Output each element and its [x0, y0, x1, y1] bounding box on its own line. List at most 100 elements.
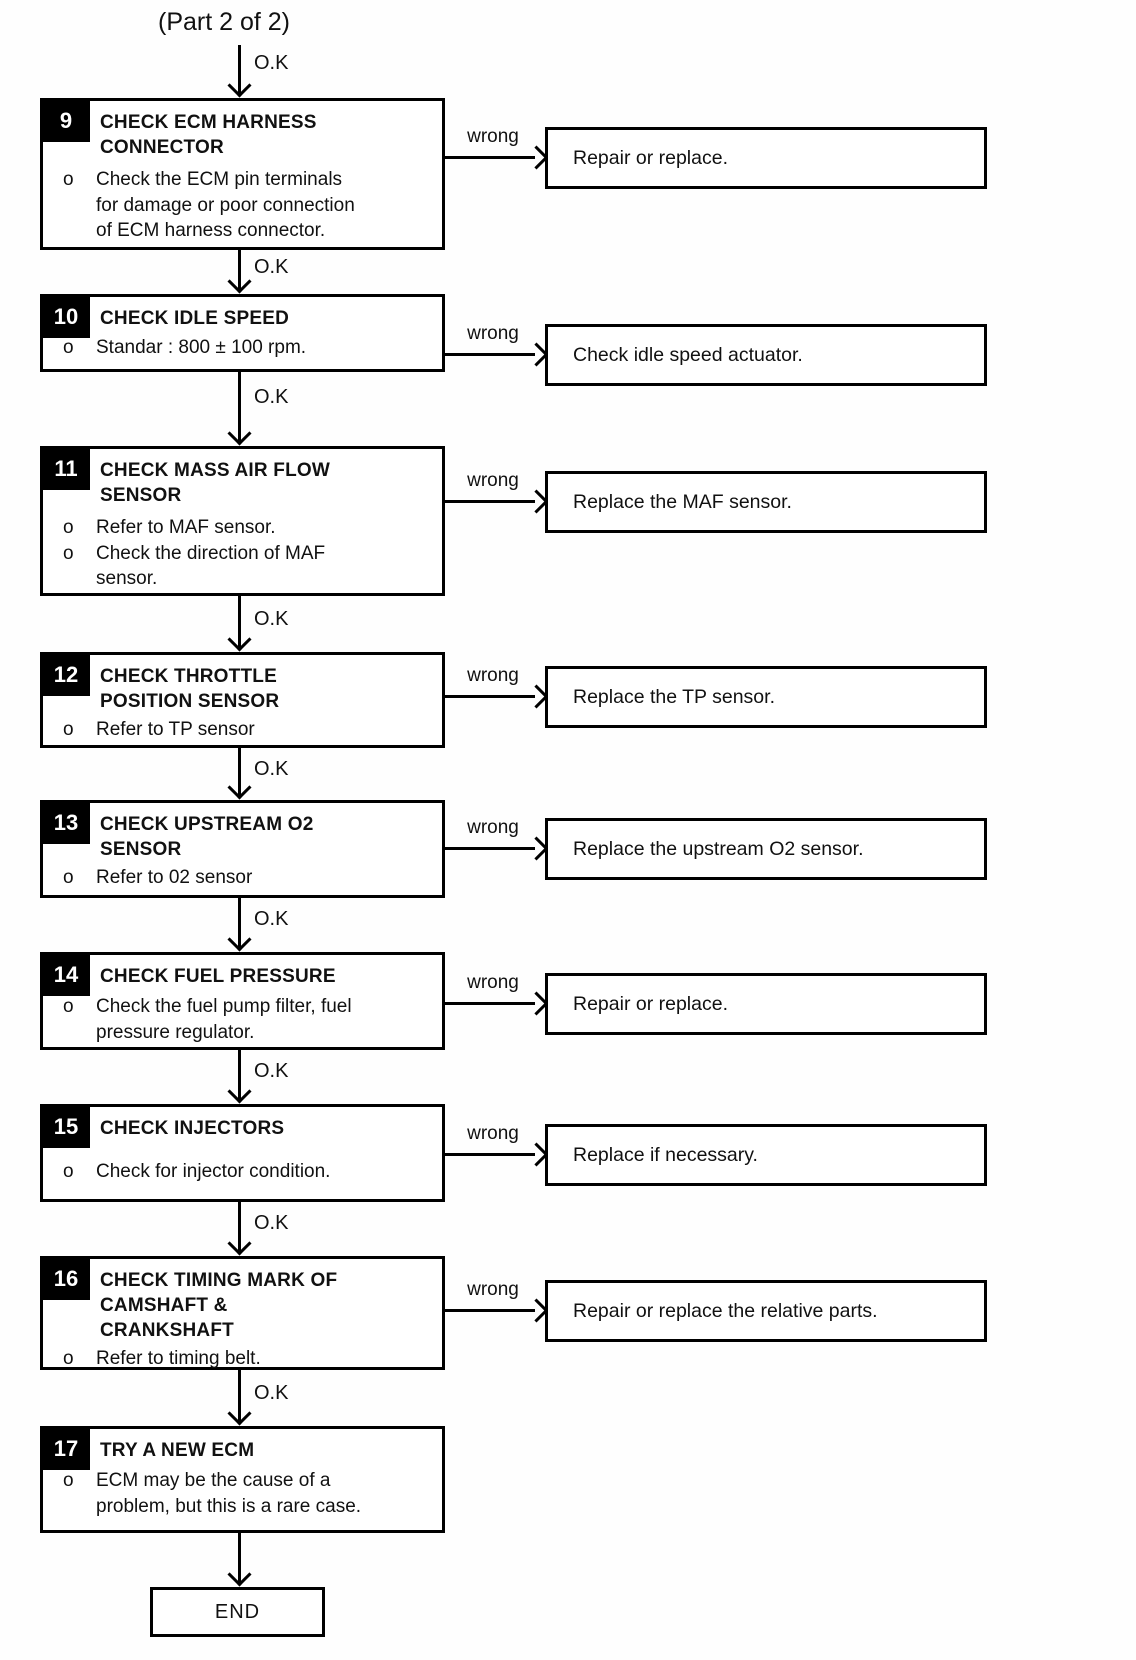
arrow-head-down-icon: [227, 627, 252, 652]
step-note-text: Refer to timing belt.: [96, 1348, 261, 1370]
result-box: Replace the upstream O2 sensor.: [545, 818, 987, 880]
wrong-label: wrong: [467, 817, 519, 838]
wrong-label: wrong: [467, 323, 519, 344]
bullet-marker: o: [63, 1470, 74, 1492]
connector-line: [445, 847, 535, 850]
connector-line: [238, 372, 241, 443]
result-text: Repair or replace.: [573, 992, 728, 1015]
connector-line: [238, 898, 241, 949]
step-number-badge: 11: [42, 448, 90, 490]
step-note: o Refer to timing belt.: [63, 1346, 438, 1371]
step-number-badge: 13: [42, 802, 90, 844]
arrow-head-down-icon: [227, 269, 252, 294]
wrong-label: wrong: [467, 1279, 519, 1300]
result-box: Repair or replace.: [545, 127, 987, 189]
connector-line: [445, 695, 535, 698]
step-number-badge: 16: [42, 1258, 90, 1300]
step-box-13: 13 CHECK UPSTREAM O2 SENSOR o Refer to 0…: [40, 800, 445, 898]
ok-label: O.K: [254, 758, 289, 780]
bullet-marker: o: [63, 719, 74, 741]
page-title: (Part 2 of 2): [158, 8, 290, 36]
wrong-label: wrong: [467, 972, 519, 993]
arrow-head-down-icon: [227, 421, 252, 446]
connector-line: [445, 1153, 535, 1156]
bullet-marker: o: [63, 169, 74, 191]
step-note-text: Refer to MAF sensor.: [96, 517, 276, 539]
connector-line: [445, 500, 535, 503]
step-number-badge: 15: [42, 1106, 90, 1148]
ok-label: O.K: [254, 608, 289, 630]
step-note-text: Refer to 02 sensor: [96, 867, 253, 889]
connector-line: [445, 1309, 535, 1312]
wrong-label: wrong: [467, 665, 519, 686]
ok-label: O.K: [254, 52, 289, 74]
connector-line: [238, 45, 241, 95]
bullet-marker: o: [63, 1161, 74, 1183]
step-title: CHECK THROTTLE POSITION SENSOR: [100, 666, 280, 713]
result-box: Replace the TP sensor.: [545, 666, 987, 728]
step-note: o Check for injector condition.: [63, 1159, 438, 1184]
ok-label: O.K: [254, 1060, 289, 1082]
connector-line: [238, 250, 241, 291]
step-box-11: 11 CHECK MASS AIR FLOW SENSOR o Refer to…: [40, 446, 445, 596]
step-number-badge: 12: [42, 654, 90, 696]
result-text: Replace the TP sensor.: [573, 685, 775, 708]
ok-label: O.K: [254, 256, 289, 278]
step-note: o Standar : 800 ± 100 rpm.: [63, 335, 438, 360]
step-note-text: Check the ECM pin terminals for damage o…: [96, 169, 355, 242]
step-box-12: 12 CHECK THROTTLE POSITION SENSOR o Refe…: [40, 652, 445, 748]
step-note-text: Check the direction of MAF sensor.: [96, 542, 326, 590]
connector-line: [238, 1533, 241, 1584]
step-note: o Check the ECM pin terminals for damage…: [63, 167, 438, 243]
result-text: Replace if necessary.: [573, 1143, 758, 1166]
step-box-16: 16 CHECK TIMING MARK OF CAMSHAFT & CRANK…: [40, 1256, 445, 1370]
step-note-text: ECM may be the cause of a problem, but t…: [96, 1470, 362, 1517]
step-box-10: 10 CHECK IDLE SPEED o Standar : 800 ± 10…: [40, 294, 445, 372]
step-note-text: Check the fuel pump filter, fuel pressur…: [96, 996, 352, 1043]
step-number-badge: 9: [42, 100, 90, 142]
step-note-text: Standar : 800 ± 100 rpm.: [96, 337, 307, 359]
result-box: Check idle speed actuator.: [545, 324, 987, 386]
connector-line: [238, 596, 241, 649]
connector-line: [238, 1202, 241, 1253]
wrong-label: wrong: [467, 470, 519, 491]
arrow-head-down-icon: [227, 1079, 252, 1104]
step-box-14: 14 CHECK FUEL PRESSURE o Check the fuel …: [40, 952, 445, 1050]
bullet-marker: o: [63, 1348, 74, 1370]
bullet-marker: o: [63, 996, 74, 1018]
step-title: CHECK UPSTREAM O2 SENSOR: [100, 814, 314, 861]
arrow-head-down-icon: [227, 73, 252, 98]
step-number-badge: 17: [42, 1428, 90, 1470]
connector-line: [238, 748, 241, 797]
arrow-head-down-icon: [227, 1401, 252, 1426]
step-note-text: Refer to TP sensor: [96, 719, 255, 741]
step-number-badge: 10: [42, 296, 90, 338]
step-box-15: 15 CHECK INJECTORS o Check for injector …: [40, 1104, 445, 1202]
wrong-label: wrong: [467, 126, 519, 147]
step-box-17: 17 TRY A NEW ECM o ECM may be the cause …: [40, 1426, 445, 1533]
ok-label: O.K: [254, 386, 289, 408]
wrong-label: wrong: [467, 1123, 519, 1144]
result-text: Replace the MAF sensor.: [573, 490, 792, 513]
ok-label: O.K: [254, 908, 289, 930]
result-text: Replace the upstream O2 sensor.: [573, 837, 864, 860]
result-text: Repair or replace.: [573, 146, 728, 169]
step-note: o ECM may be the cause of a problem, but…: [63, 1468, 438, 1519]
result-box: Repair or replace.: [545, 973, 987, 1035]
connector-line: [445, 156, 535, 159]
step-title: TRY A NEW ECM: [100, 1440, 255, 1461]
arrow-head-down-icon: [227, 1562, 252, 1587]
step-box-9: 9 CHECK ECM HARNESS CONNECTOR o Check th…: [40, 98, 445, 250]
step-title: CHECK FUEL PRESSURE: [100, 966, 336, 987]
ok-label: O.K: [254, 1382, 289, 1404]
step-note: o Refer to 02 sensor: [63, 865, 438, 890]
result-text: Repair or replace the relative parts.: [573, 1299, 878, 1322]
step-title: CHECK TIMING MARK OF CAMSHAFT & CRANKSHA…: [100, 1270, 338, 1342]
connector-line: [238, 1370, 241, 1423]
step-note: o Refer to MAF sensor.: [63, 515, 438, 540]
step-title: CHECK INJECTORS: [100, 1118, 285, 1139]
arrow-head-down-icon: [227, 1231, 252, 1256]
step-title: CHECK ECM HARNESS CONNECTOR: [100, 112, 317, 159]
result-text: Check idle speed actuator.: [573, 343, 803, 366]
